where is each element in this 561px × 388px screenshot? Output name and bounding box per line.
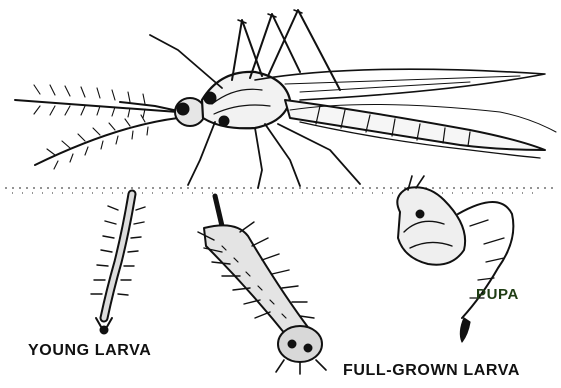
pupa-illustration	[397, 176, 513, 342]
full-grown-larva-label: FULL-GROWN LARVA	[343, 362, 520, 380]
water-surface-line	[5, 188, 556, 193]
pupa-label: PUPA	[476, 286, 519, 303]
adult-mosquito-illustration	[15, 10, 556, 188]
full-grown-larva-illustration	[198, 196, 326, 374]
young-larva-label: YOUNG LARVA	[28, 342, 151, 360]
young-larva-illustration	[91, 194, 145, 334]
